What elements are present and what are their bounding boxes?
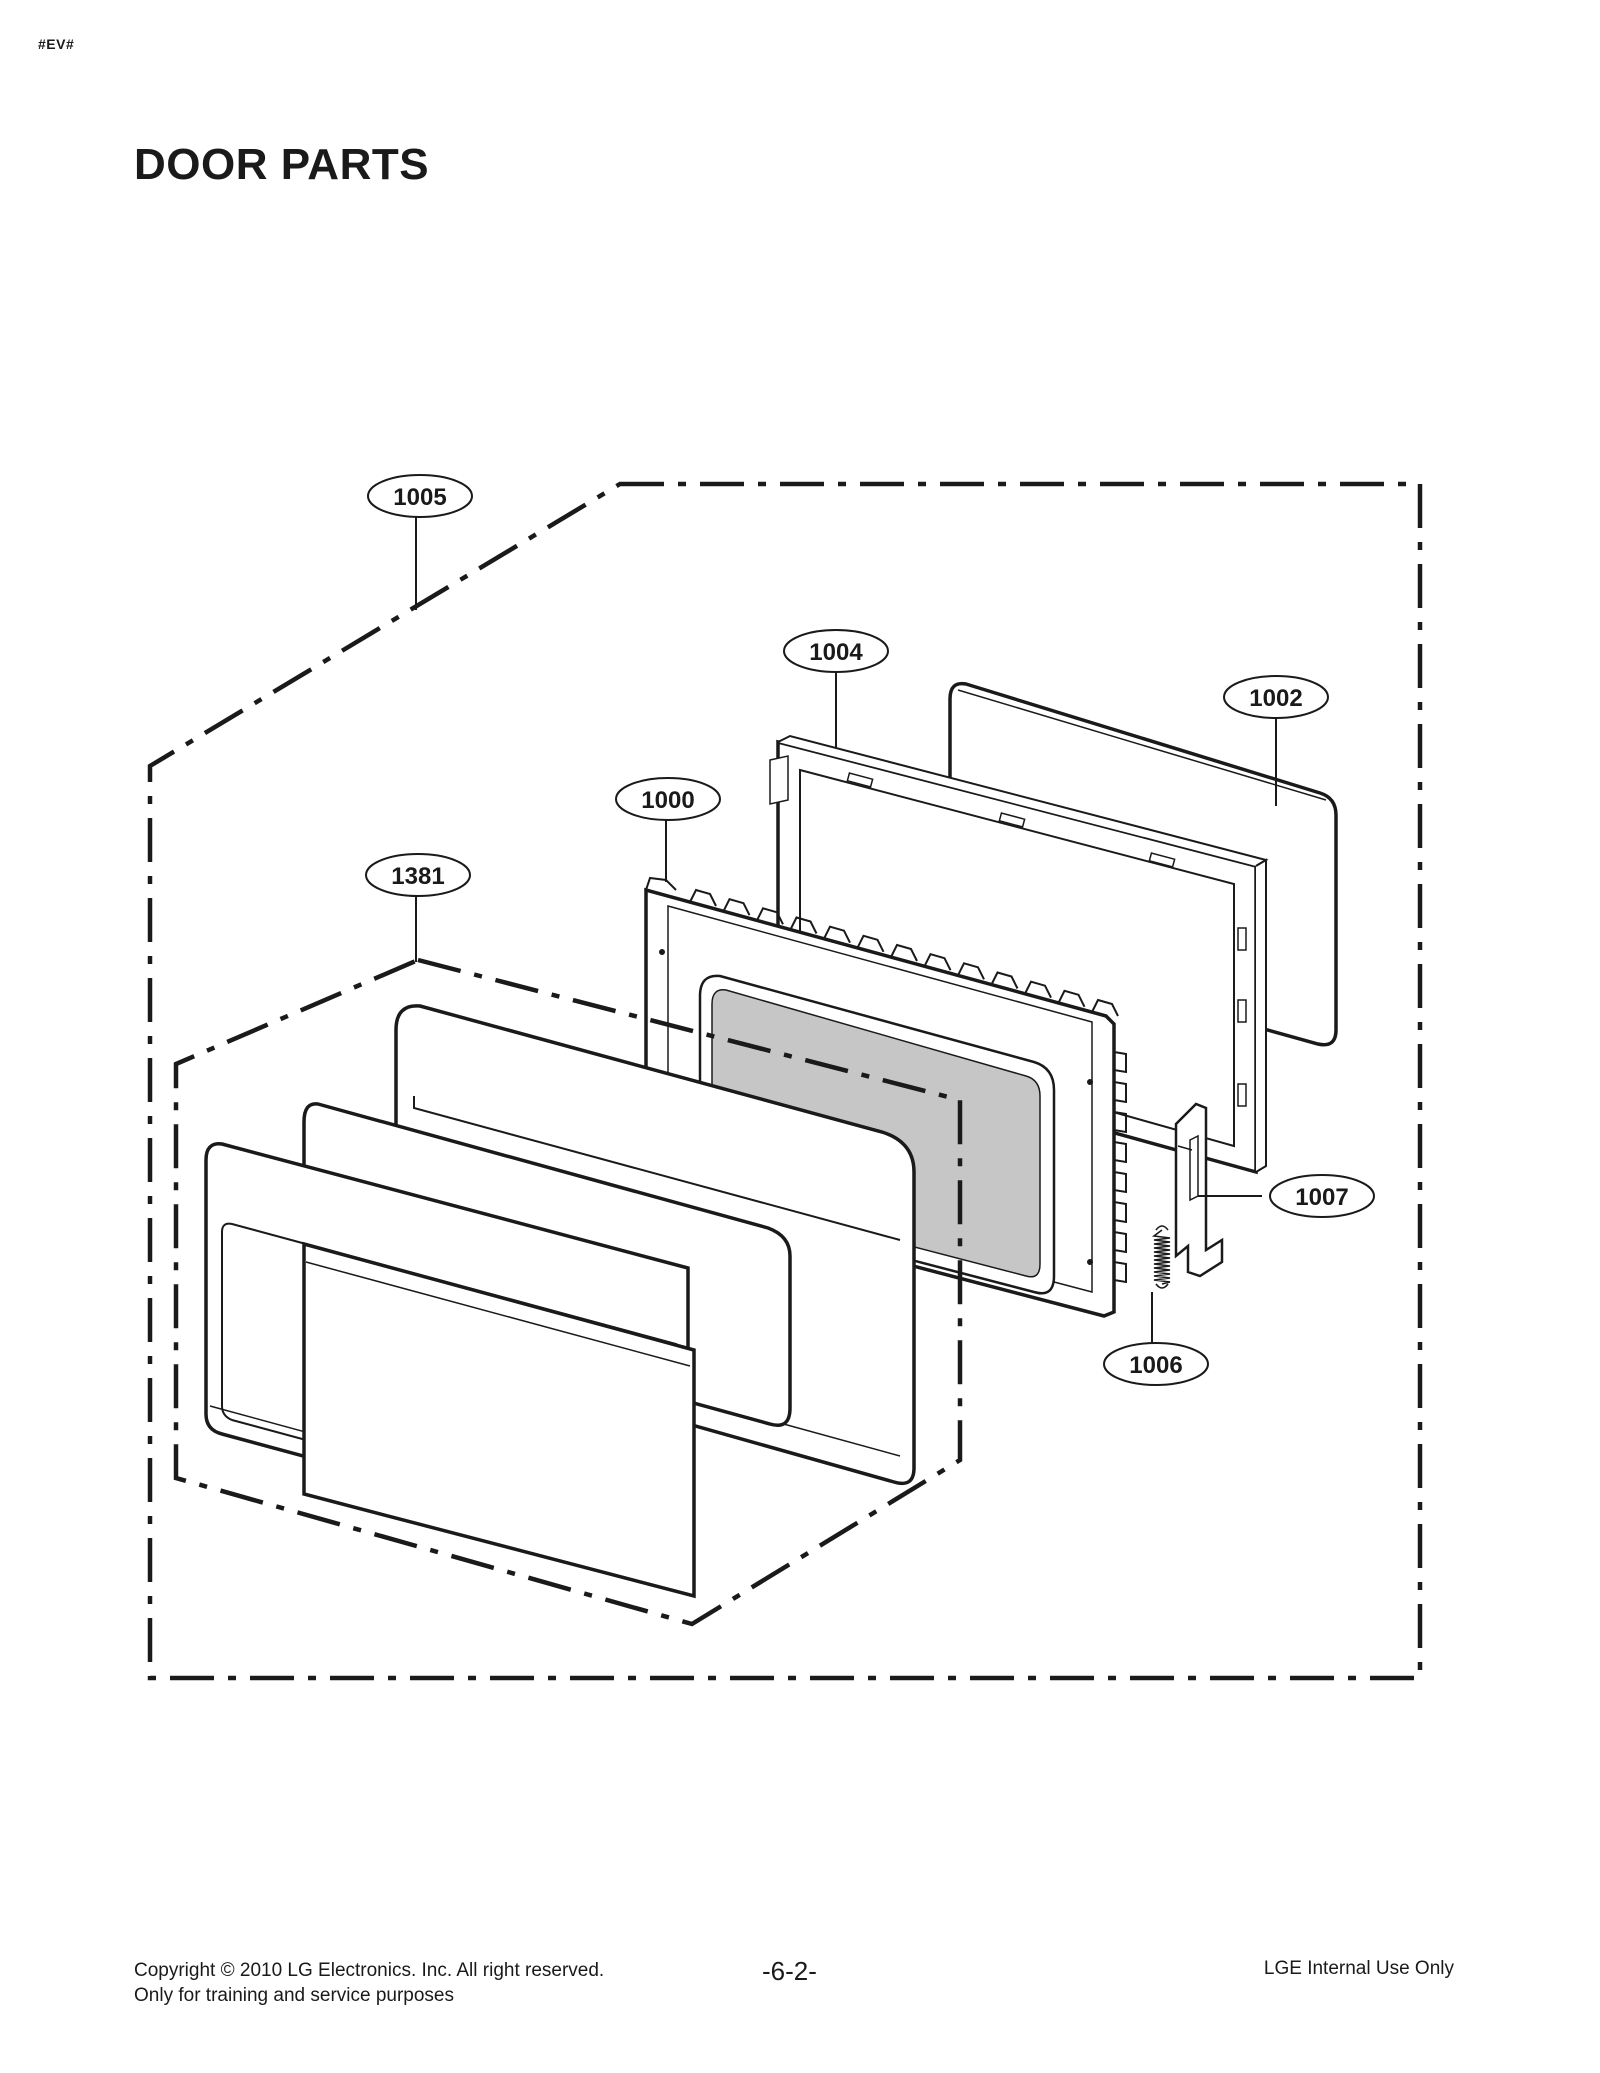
callout-1000: 1000 [615,777,721,821]
callout-1002-label: 1002 [1249,685,1302,712]
callout-1004-label: 1004 [809,639,863,666]
footer-copyright: Copyright © 2010 LG Electronics. Inc. Al… [134,1958,604,2008]
door-handle-bar [302,1241,696,1599]
callout-1006-label: 1006 [1129,1352,1182,1379]
internal-use-notice: LGE Internal Use Only [1263,1958,1454,1979]
page-number: -6-2- [762,1956,817,1986]
part-1006-spring [1151,1225,1171,1289]
callout-1006: 1006 [1103,1342,1209,1386]
leader-lines [415,516,1277,1362]
callout-1381: 1381 [365,853,471,897]
callout-1004: 1004 [783,629,889,673]
callout-1002: 1002 [1223,675,1329,719]
part-1007-hook-latch [1174,1102,1224,1278]
page-title: DOOR PARTS [134,140,430,189]
assembly-boundary-1005 [147,481,1423,1681]
callout-1007-label: 1007 [1295,1184,1348,1211]
callout-1000-label: 1000 [641,787,694,814]
callout-1005-label: 1005 [393,484,446,511]
assembly-boundary-1381 [173,957,963,1627]
doc-code: #EV# [38,36,75,52]
callout-1007: 1007 [1269,1174,1375,1218]
callout-1005: 1005 [367,474,473,518]
callout-1381-label: 1381 [391,863,444,890]
copyright-line: Copyright © 2010 LG Electronics. Inc. Al… [134,1960,605,1981]
purpose-line: Only for training and service purposes [134,1985,454,2006]
